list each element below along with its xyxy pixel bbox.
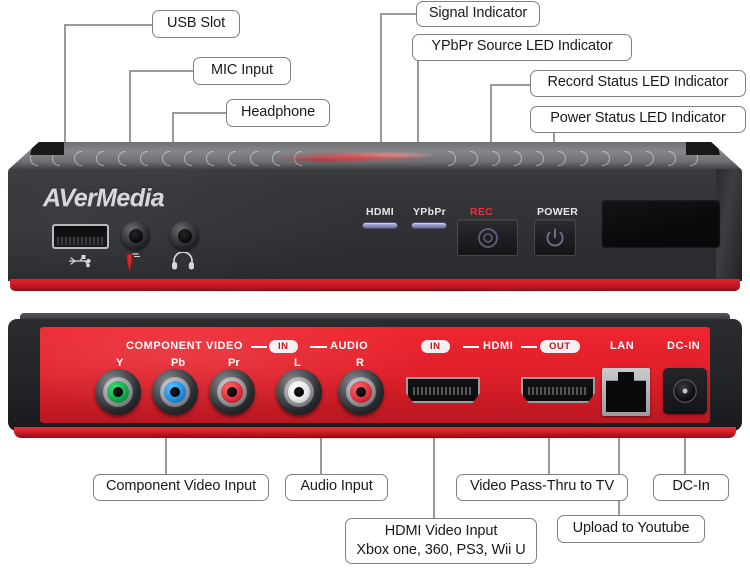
callout-mic-input[interactable]: MIC Input <box>193 57 291 85</box>
record-button[interactable] <box>457 219 518 256</box>
rca-label-l: L <box>294 357 301 369</box>
leader-mic-vertical <box>129 70 132 156</box>
hdmi-out-port[interactable] <box>521 377 595 403</box>
ypbpr-led <box>411 222 447 229</box>
callout-ypbpr-source-led-label: YPbPr Source LED Indicator <box>431 38 613 55</box>
audio-group-label: AUDIO <box>330 340 369 352</box>
usb-icon <box>65 254 97 269</box>
callout-audio-input-label: Audio Input <box>300 478 373 495</box>
rca-label-r: R <box>356 357 364 369</box>
mic-jack[interactable] <box>121 221 150 250</box>
rear-base-strip <box>14 427 736 438</box>
callout-mic-input-label: MIC Input <box>211 61 273 78</box>
callout-video-passthru[interactable]: Video Pass-Thru to TV <box>456 474 628 501</box>
callout-component-video-input[interactable]: Component Video Input <box>93 474 269 501</box>
hdmi-led-label: HDMI <box>366 206 395 218</box>
leader-audio-stem <box>320 436 323 475</box>
hdmi-in-port[interactable] <box>406 377 480 403</box>
rca-jack-audio-left[interactable] <box>276 369 322 415</box>
callout-record-status-led-label: Record Status LED Indicator <box>547 74 729 91</box>
callout-signal-indicator[interactable]: Signal Indicator <box>416 1 540 27</box>
headphone-jack[interactable] <box>170 221 199 250</box>
device-right-side <box>716 169 742 281</box>
leader-ypbpr-vertical <box>417 60 420 158</box>
ir-receiver-window <box>602 200 720 247</box>
leader-youtube-stem <box>618 425 621 515</box>
power-button-label: POWER <box>537 206 579 218</box>
device-front-view: AVerMedia <box>8 142 742 297</box>
callout-headphone-label: Headphone <box>240 103 316 120</box>
microphone-icon <box>124 252 144 274</box>
top-graphic <box>265 146 456 168</box>
device-rear-view: COMPONENT VIDEO IN AUDIO IN HDMI OUT LAN… <box>8 313 742 448</box>
callout-hdmi-video-input-label-line1: HDMI Video Input <box>384 523 498 540</box>
callout-power-status-led[interactable]: Power Status LED Indicator <box>530 106 746 133</box>
callout-dc-in[interactable]: DC-In <box>653 474 729 501</box>
callout-dc-in-label: DC-In <box>672 478 710 495</box>
device-top-surface <box>8 142 742 170</box>
callout-usb-slot-label: USB Slot <box>166 14 226 31</box>
leader-headphone-horizontal <box>172 112 227 115</box>
record-button-label: REC <box>470 206 494 218</box>
callout-usb-slot[interactable]: USB Slot <box>152 10 240 38</box>
leader-power-vertical <box>553 121 556 158</box>
callout-video-passthru-label: Video Pass-Thru to TV <box>469 478 615 495</box>
callout-power-status-led-label: Power Status LED Indicator <box>550 110 726 127</box>
leader-component-video-stem <box>165 425 168 475</box>
callout-hdmi-video-input-label-line2: Xbox one, 360, PS3, Wii U <box>356 541 526 558</box>
leader-usb-vertical <box>64 24 67 154</box>
rca-label-y: Y <box>116 357 124 369</box>
callout-audio-input[interactable]: Audio Input <box>285 474 388 501</box>
callout-upload-youtube-label: Upload to Youtube <box>572 519 690 536</box>
component-video-group-label: COMPONENT VIDEO <box>126 340 244 352</box>
leader-record-horizontal <box>490 84 534 87</box>
hdmi-group-label: HDMI <box>483 340 514 352</box>
power-icon <box>546 227 564 247</box>
leader-signal-vertical <box>380 13 383 158</box>
power-button[interactable] <box>534 219 576 256</box>
headphone-icon <box>171 251 195 273</box>
callout-hdmi-video-input[interactable]: HDMI Video Input Xbox one, 360, PS3, Wii… <box>345 518 537 564</box>
dcin-label: DC-IN <box>667 340 701 352</box>
usb-port[interactable] <box>52 224 109 249</box>
callout-upload-youtube[interactable]: Upload to Youtube <box>557 515 705 543</box>
callout-headphone[interactable]: Headphone <box>226 99 330 127</box>
leader-mic-horizontal <box>129 70 205 73</box>
rca-label-pr: Pr <box>228 357 240 369</box>
rca-jack-audio-right[interactable] <box>338 369 384 415</box>
leader-dcin-stem <box>684 425 687 475</box>
leader-hdmi-in-stem <box>433 425 436 520</box>
brand-logo: AVerMedia <box>43 184 165 212</box>
callout-ypbpr-source-led[interactable]: YPbPr Source LED Indicator <box>412 34 632 61</box>
leader-headphone-vertical <box>172 112 175 158</box>
leader-usb-horizontal <box>64 24 154 27</box>
callout-signal-indicator-label: Signal Indicator <box>428 4 528 21</box>
callout-record-status-led[interactable]: Record Status LED Indicator <box>530 70 746 97</box>
rca-jack-pr[interactable] <box>209 369 255 415</box>
rca-jack-pb[interactable] <box>152 369 198 415</box>
device-base-strip <box>10 279 740 291</box>
component-in-badge: IN <box>269 340 298 353</box>
leader-signal-horizontal <box>380 13 417 16</box>
hdmi-out-badge: OUT <box>540 340 580 353</box>
hdmi-in-badge: IN <box>421 340 450 353</box>
lan-label: LAN <box>610 340 635 352</box>
rca-jack-y[interactable] <box>95 369 141 415</box>
leader-passthru-stem <box>548 425 551 475</box>
lan-port[interactable] <box>602 368 650 416</box>
ypbpr-led-label: YPbPr <box>413 206 447 218</box>
hdmi-led <box>362 222 398 229</box>
shutter-icon <box>477 227 498 248</box>
rca-label-pb: Pb <box>171 357 186 369</box>
callout-component-video-input-label: Component Video Input <box>106 478 256 495</box>
leader-record-vertical <box>490 84 493 158</box>
